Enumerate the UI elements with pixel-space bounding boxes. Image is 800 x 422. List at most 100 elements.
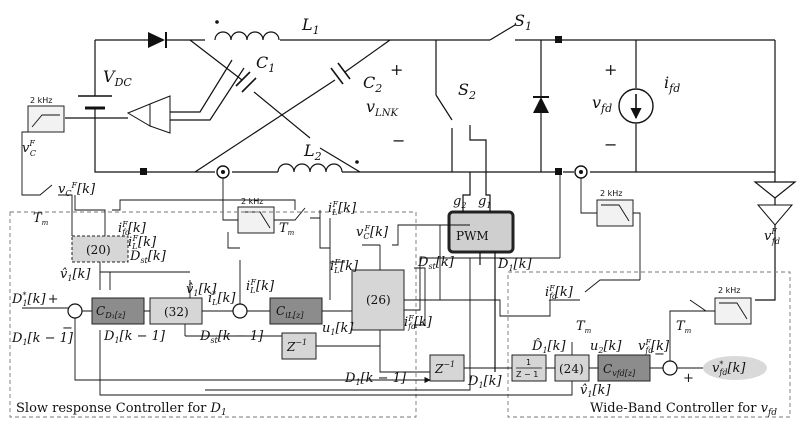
label-d1km1-2: D1[k − 1] bbox=[103, 329, 166, 345]
label-tm-1: Tm bbox=[33, 211, 49, 227]
label-vfd: vfd bbox=[592, 93, 612, 115]
label-minus-2: − bbox=[654, 347, 665, 362]
pwm-block bbox=[447, 125, 515, 372]
block-cil bbox=[269, 297, 323, 325]
block-zinv-1 bbox=[281, 332, 317, 360]
current-source-ifd bbox=[618, 40, 654, 172]
labels-layer: VDC L1 C1 C2 L2 S1 S2 + vLNK − + vfd − i… bbox=[11, 11, 780, 418]
text-block-zinv-1: Z−1 bbox=[286, 338, 307, 354]
label-iffdk-1: ifdF[k] bbox=[118, 220, 147, 237]
label-u2k: u2[k] bbox=[590, 339, 622, 355]
label-g1: g1 bbox=[478, 194, 491, 210]
label-vfd-plus: + bbox=[604, 60, 617, 79]
label-dstk-1: Dst[k] bbox=[129, 249, 167, 265]
label-2khz-3: 2 kHz bbox=[600, 189, 622, 198]
wideband-controller-frame bbox=[507, 271, 791, 418]
label-vfdf: vfdF[k] bbox=[638, 338, 670, 355]
label-v1hat-2: v̂1[k] bbox=[186, 282, 217, 298]
text-block-20: (20) bbox=[86, 243, 111, 257]
label-v1hat-3: v̂1[k] bbox=[580, 383, 611, 399]
sum-junction-3 bbox=[662, 360, 678, 376]
label-tm-2: Tm bbox=[279, 221, 295, 237]
current-sensor-left bbox=[216, 165, 230, 179]
reference-oval bbox=[703, 356, 767, 380]
filter-vfd bbox=[689, 297, 752, 325]
filter-il bbox=[222, 178, 320, 234]
label-u1k: u1[k] bbox=[322, 321, 354, 337]
label-minus-1: − bbox=[62, 321, 73, 336]
label-ilfk-2: iLF[k] bbox=[246, 278, 275, 295]
label-vlnk-minus: − bbox=[392, 131, 405, 150]
label-c2: C2 bbox=[363, 73, 382, 95]
sum-junction-2 bbox=[232, 303, 248, 319]
capacitor-c2 bbox=[330, 62, 351, 85]
text-block-cd1: CD₁[z] bbox=[96, 304, 126, 320]
filter-ifd bbox=[580, 178, 641, 280]
text-block-24: (24) bbox=[559, 362, 584, 376]
label-2khz-1: 2 kHz bbox=[30, 96, 52, 105]
block-26 bbox=[351, 269, 405, 331]
label-2khz-4: 2 kHz bbox=[718, 286, 740, 295]
label-ilstar: i*L[k] bbox=[208, 290, 236, 307]
label-l2: L2 bbox=[303, 141, 322, 163]
label-l1: L1 bbox=[301, 15, 320, 37]
terminal-square-left bbox=[140, 168, 147, 175]
label-vdc: VDC bbox=[103, 67, 132, 89]
caption-slow-controller: Slow response Controller for D1 bbox=[16, 401, 227, 418]
label-d1hat: D̂1[k] bbox=[531, 338, 566, 355]
inductor-l1 bbox=[214, 31, 280, 41]
block-cd1 bbox=[91, 297, 145, 325]
label-s2: S2 bbox=[458, 80, 476, 102]
current-sensor-right bbox=[574, 165, 588, 179]
label-tm-3: Tm bbox=[576, 319, 592, 335]
label-d1k-1: D1[k] bbox=[497, 257, 532, 273]
label-ilfk-3: iLF[k] bbox=[328, 200, 357, 217]
text-block-cil: CiL[z] bbox=[276, 304, 304, 320]
label-vlnk-plus: + bbox=[390, 60, 403, 79]
switch-s2 bbox=[435, 40, 453, 172]
label-c1: C1 bbox=[256, 53, 275, 75]
battery-vdc bbox=[78, 90, 112, 118]
text-block-frac-num: 1 bbox=[526, 358, 531, 367]
label-v1hat-1: v̂1[k] bbox=[60, 267, 91, 283]
label-ilfk-4: iLF[k] bbox=[330, 258, 359, 275]
label-vlnk: vLNK bbox=[366, 97, 398, 119]
pwm-label: PWM bbox=[456, 229, 489, 243]
label-tm-4: Tm bbox=[676, 319, 692, 335]
power-stage bbox=[21, 20, 797, 325]
label-d1k-2: D1[k] bbox=[467, 374, 502, 390]
label-iffdk-3: ifdF[k] bbox=[545, 284, 574, 301]
label-dstkm1: Dst[k − 1] bbox=[199, 329, 264, 345]
sum-junction-1 bbox=[67, 303, 83, 319]
label-plus-2: + bbox=[683, 371, 694, 386]
block-cvfd bbox=[597, 354, 651, 382]
slow-controller-frame bbox=[9, 211, 417, 418]
label-ilfk-1: iLF[k] bbox=[128, 234, 157, 251]
text-block-cvfd: Cvfd[z] bbox=[603, 362, 636, 378]
control-stage bbox=[9, 125, 791, 418]
text-block-26: (26) bbox=[366, 293, 391, 307]
text-block-frac-den: Z − 1 bbox=[516, 370, 538, 379]
diode-vertical bbox=[533, 40, 549, 172]
label-iffdk-2: ifdF[k] bbox=[404, 314, 433, 331]
diode-top bbox=[148, 32, 167, 48]
inductor-l2 bbox=[277, 163, 343, 173]
label-d1km1-1: D1[k − 1] bbox=[11, 331, 74, 347]
label-vcfk: vCF[k] bbox=[58, 181, 96, 198]
block-32 bbox=[149, 297, 203, 325]
label-g2: g2 bbox=[453, 194, 466, 210]
label-vfd-minus: − bbox=[604, 135, 617, 154]
label-vcfk-2: vCF[k] bbox=[356, 224, 389, 241]
label-d1km1-3: D1[k − 1] bbox=[344, 371, 407, 387]
text-block-zinv-2: Z−1 bbox=[434, 360, 455, 376]
amplifier-right bbox=[753, 181, 797, 301]
label-s1: S1 bbox=[514, 11, 532, 33]
filter-vc bbox=[21, 105, 65, 196]
label-dstk-2: Dst[k] bbox=[417, 255, 455, 271]
capacitor-c1 bbox=[235, 71, 257, 93]
caption-wideband-controller: Wide-Band Controller for vfd bbox=[590, 401, 777, 418]
